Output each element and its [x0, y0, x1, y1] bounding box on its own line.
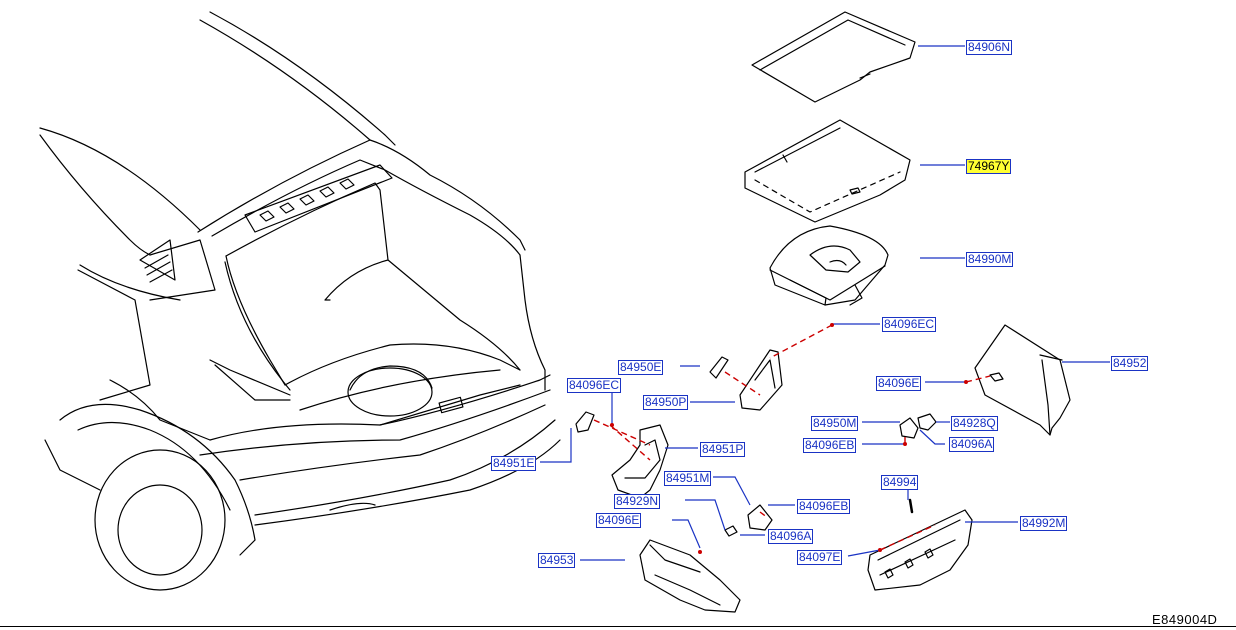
label-84096E-left[interactable]: 84096E	[596, 513, 642, 528]
label-84096E-right[interactable]: 84096E	[876, 376, 922, 391]
label-84992M[interactable]: 84992M	[1020, 516, 1068, 531]
diagram-code: E849004D	[1152, 612, 1218, 627]
bottom-rule	[0, 626, 1236, 627]
label-84097E[interactable]: 84097E	[797, 550, 843, 565]
part-84990M-tub	[769, 225, 889, 306]
label-84096EB-a[interactable]: 84096EB	[803, 438, 857, 453]
label-74967Y[interactable]: 74967Y	[966, 159, 1012, 174]
label-84951M[interactable]: 84951M	[664, 471, 712, 486]
label-84990M[interactable]: 84990M	[966, 252, 1014, 267]
label-84096EB-b[interactable]: 84096EB	[797, 499, 851, 514]
part-84952-trim	[974, 324, 1071, 436]
label-84096A-b[interactable]: 84096A	[768, 529, 814, 544]
fastener-lines	[593, 324, 991, 551]
label-84950M[interactable]: 84950M	[811, 416, 859, 431]
label-84951P[interactable]: 84951P	[700, 442, 746, 457]
label-84928Q[interactable]: 84928Q	[951, 416, 998, 431]
label-84951E[interactable]: 84951E	[491, 456, 537, 471]
part-84906N-board	[751, 11, 916, 103]
label-84953[interactable]: 84953	[538, 553, 576, 568]
label-84096A-a[interactable]: 84096A	[949, 437, 995, 452]
part-74967Y-mat	[744, 119, 911, 223]
label-84096EC-left[interactable]: 84096EC	[567, 378, 622, 393]
label-84906N[interactable]: 84906N	[966, 40, 1013, 55]
label-84994[interactable]: 84994	[881, 475, 919, 490]
label-84096EC-top[interactable]: 84096EC	[882, 317, 937, 332]
label-84929N[interactable]: 84929N	[614, 494, 661, 509]
label-84950P[interactable]: 84950P	[643, 395, 689, 410]
label-84952[interactable]: 84952	[1111, 356, 1149, 371]
leader-lines	[540, 45, 1110, 561]
vehicle-body	[39, 11, 561, 591]
label-84950E[interactable]: 84950E	[618, 360, 664, 375]
fastener-dots	[610, 323, 968, 554]
